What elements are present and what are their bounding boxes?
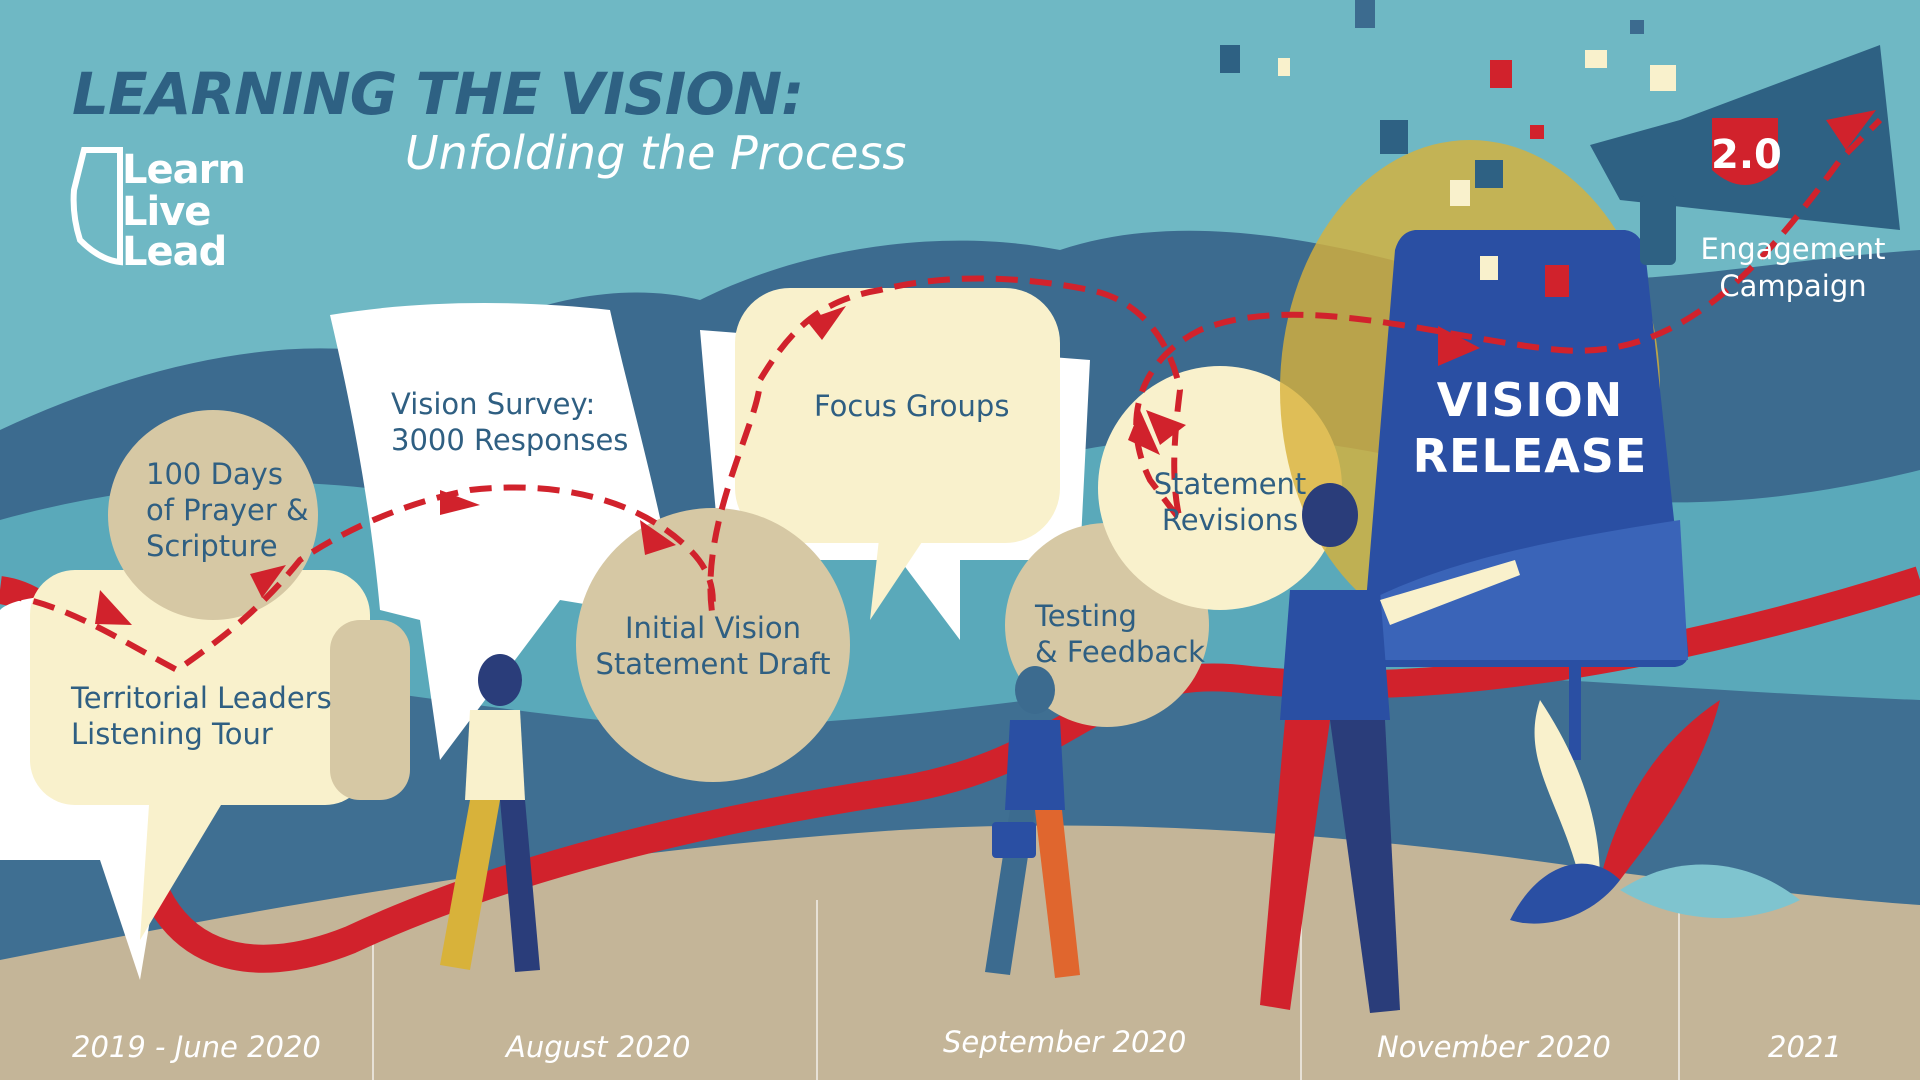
logo-lead: Lead [122, 229, 227, 275]
confetti [1450, 180, 1470, 206]
arrow-icon [1826, 110, 1876, 150]
speech-bubble-focus [735, 288, 1060, 543]
plant-icon [1600, 700, 1720, 880]
confetti [1355, 0, 1375, 28]
circle-prayer [108, 410, 318, 620]
arrow-icon [1128, 410, 1160, 455]
logo-live: Live [122, 189, 211, 235]
badge-shield-icon [1712, 118, 1778, 185]
confetti [1530, 125, 1544, 139]
step-initial-draft: Initial Vision Statement Draft [595, 611, 831, 681]
timeline-label-3: September 2020 [943, 1025, 1187, 1059]
plant-icon [1534, 700, 1600, 880]
person-woman [440, 654, 540, 972]
timeline-label-1: 2019 - June 2020 [72, 1030, 321, 1064]
confetti [1475, 160, 1503, 188]
arrow-icon [640, 520, 676, 555]
confetti [1585, 50, 1607, 68]
step-prayer: 100 Days of Prayer & Scripture [146, 457, 309, 563]
plant-icon [1510, 863, 1620, 924]
confetti [1278, 58, 1290, 76]
person-man-pointing [1260, 483, 1520, 1013]
step-focus-groups: Focus Groups [814, 389, 1010, 423]
speech-bubble-survey [330, 303, 680, 760]
arrow-icon [1438, 326, 1480, 366]
process-path [0, 117, 1883, 674]
speech-bubble-tour-shadow [330, 620, 410, 800]
page-title: LEARNING THE VISION: [72, 60, 804, 128]
arrow-icon [806, 306, 846, 340]
step-release: VISION RELEASE [1412, 373, 1648, 483]
confetti [1480, 256, 1498, 280]
step-revisions: Statement Revisions [1153, 467, 1307, 537]
plant-icon [1620, 864, 1800, 919]
speech-bubble-tour [30, 570, 370, 805]
speech-bubble-tour-tail [140, 790, 230, 940]
logo-shield-icon [70, 147, 123, 266]
timeline-label-5: 2021 [1768, 1030, 1842, 1064]
step-testing: Testing & Feedback [1035, 599, 1205, 669]
arrow-icon [1146, 410, 1186, 445]
arrow-icon [440, 490, 480, 515]
step-engagement: Engagement Campaign [1700, 232, 1886, 303]
board-wave [1365, 520, 1688, 660]
person-man-book [985, 666, 1080, 978]
arrow-icon [95, 590, 132, 625]
timeline-label-2: August 2020 [506, 1030, 691, 1064]
confetti [1630, 20, 1644, 34]
speech-bubble-focus-tail [870, 530, 930, 620]
timeline-label-4: November 2020 [1377, 1030, 1611, 1064]
confetti [1545, 265, 1569, 297]
arrow-icon [250, 565, 286, 598]
confetti [1650, 65, 1676, 91]
megaphone-handle [1640, 195, 1676, 265]
circle-initial-draft [576, 508, 850, 782]
step-survey: Vision Survey: 3000 Responses [391, 387, 629, 457]
confetti [1220, 45, 1240, 73]
confetti [1380, 120, 1408, 154]
version-badge: 2.0 [1711, 132, 1782, 178]
step-listening-tour: Territorial Leaders Listening Tour [71, 681, 332, 751]
confetti [1490, 60, 1512, 88]
logo-learn: Learn [122, 147, 246, 193]
page-subtitle: Unfolding the Process [405, 126, 907, 180]
